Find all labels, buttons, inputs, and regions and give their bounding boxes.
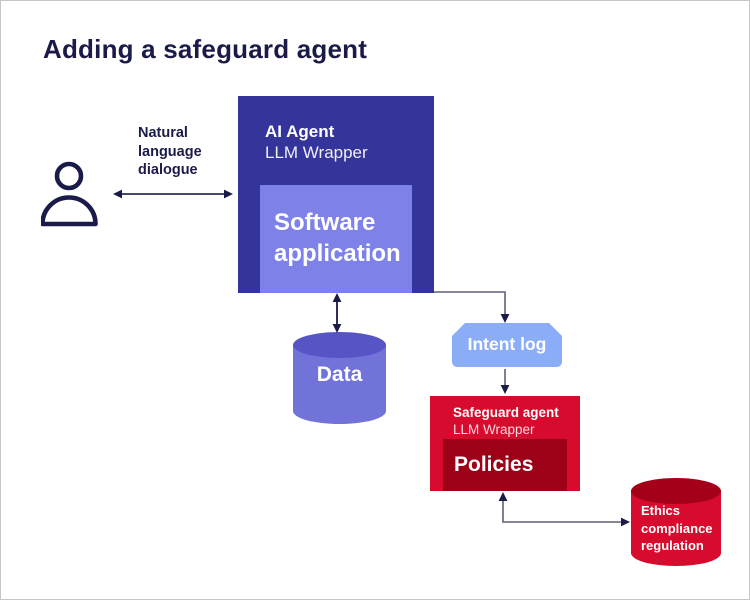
ethics-label: Ethics compliance regulation <box>641 503 713 553</box>
person-icon <box>41 161 98 227</box>
ai-agent-box: AI Agent LLM Wrapper Software applicatio… <box>238 96 434 293</box>
dialogue-label: Natural language dialogue <box>138 125 202 178</box>
intent-log-label: Intent log <box>467 333 547 354</box>
user-agent-arrow <box>113 189 233 199</box>
ai-agent-title: AI Agent <box>265 122 335 141</box>
page-title: Adding a safeguard agent <box>43 34 368 64</box>
intent-log-box <box>452 323 562 367</box>
policies-box: Policies <box>443 439 567 491</box>
safeguard-agent-subtitle: LLM Wrapper <box>453 422 535 437</box>
ai-agent-subtitle: LLM Wrapper <box>265 143 368 162</box>
software-application-box: Software application <box>260 185 412 293</box>
data-label: Data <box>316 363 363 386</box>
data-cylinder <box>293 332 386 424</box>
ethics-cylinder <box>631 478 721 566</box>
safeguard-ethics-connector <box>498 492 630 527</box>
agent-intentlog-connector <box>434 291 510 323</box>
safeguard-agent-box: Safeguard agent LLM Wrapper Policies <box>430 396 580 491</box>
policies-label: Policies <box>454 453 534 476</box>
agent-data-arrow <box>332 293 342 333</box>
software-application-label: Software application <box>274 209 401 267</box>
safeguard-agent-title: Safeguard agent <box>453 405 559 420</box>
intentlog-safeguard-arrow <box>500 369 510 394</box>
